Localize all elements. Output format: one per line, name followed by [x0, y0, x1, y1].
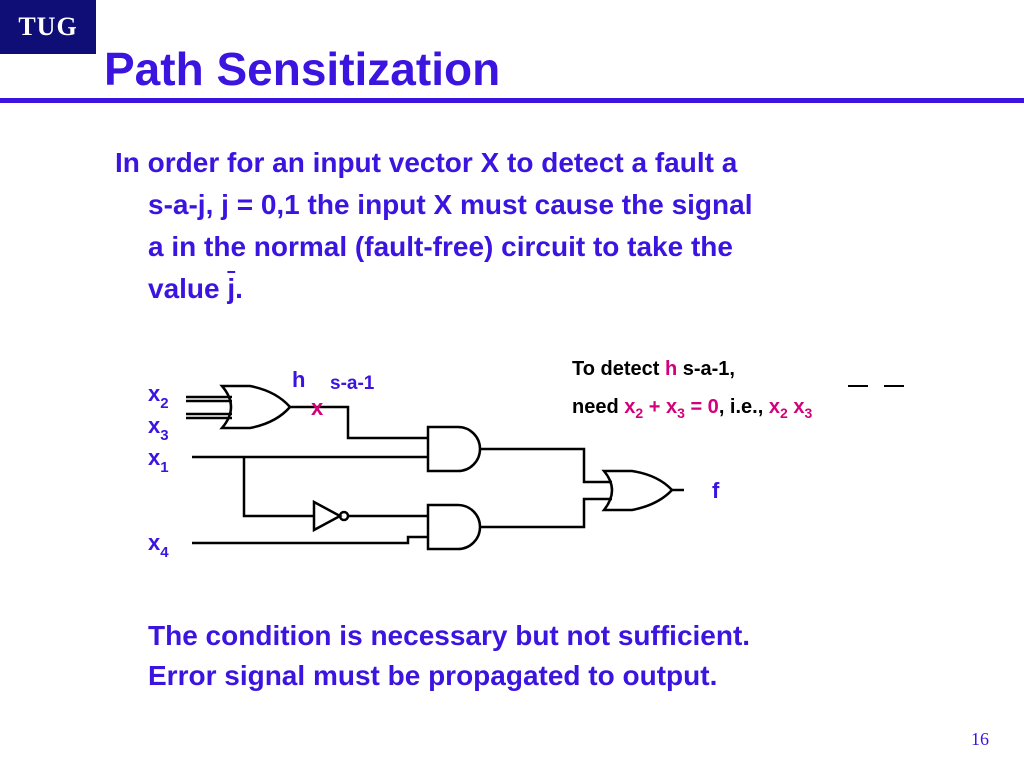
node-h-label: h — [292, 367, 305, 392]
note-line-1: To detect h s-a-1, — [572, 358, 735, 380]
wire-and1-out — [480, 447, 612, 484]
wire-x1-branch — [242, 457, 314, 518]
conclusion-line-2: Error signal must be propagated to outpu… — [148, 660, 718, 691]
paragraph-line-3: a in the normal (fault-free) circuit to … — [148, 231, 733, 262]
note-line-2: need x2 + x3 = 0, i.e., x2 x3 — [572, 396, 812, 421]
paragraph-line-1: In order for an input vector X to detect… — [115, 147, 738, 178]
and-gate-2 — [426, 503, 482, 551]
conclusion-line-1: The condition is necessary but not suffi… — [148, 620, 751, 651]
and-gate-1 — [426, 425, 482, 473]
tug-logo: TUG — [0, 0, 96, 54]
wire-x4 — [192, 535, 428, 545]
input-x2-label: x2 — [148, 381, 169, 412]
wire-h — [290, 405, 428, 440]
j-bar: j — [227, 273, 236, 304]
or-gate-h — [219, 384, 292, 430]
input-x1-label: x1 — [148, 445, 169, 476]
paragraph-line-2: s-a-j, j = 0,1 the input X must cause th… — [148, 189, 753, 220]
fault-s-a-1-label: s-a-1 — [330, 373, 375, 394]
conclusion: The condition is necessary but not suffi… — [148, 616, 750, 696]
input-x4-label: x4 — [148, 530, 169, 561]
input-x3-label: x3 — [148, 413, 169, 444]
slide-title: Path Sensitization — [104, 43, 501, 95]
circuit-wires — [186, 384, 684, 551]
output-f-label: f — [712, 478, 720, 503]
paragraph-line-4: value j. — [115, 268, 905, 310]
paragraph-line-4-text: value — [148, 273, 228, 304]
inverter-gate — [312, 499, 343, 533]
wire-and2-out — [480, 497, 612, 529]
title-rule — [0, 98, 1024, 103]
fault-mark-x: x — [311, 395, 324, 420]
or-gate-f — [601, 469, 674, 512]
definition-paragraph: In order for an input vector X to detect… — [115, 142, 905, 310]
page-number: 16 — [971, 729, 989, 749]
inverter-bubble — [338, 510, 350, 522]
paragraph-line-4-end: . — [235, 273, 243, 304]
